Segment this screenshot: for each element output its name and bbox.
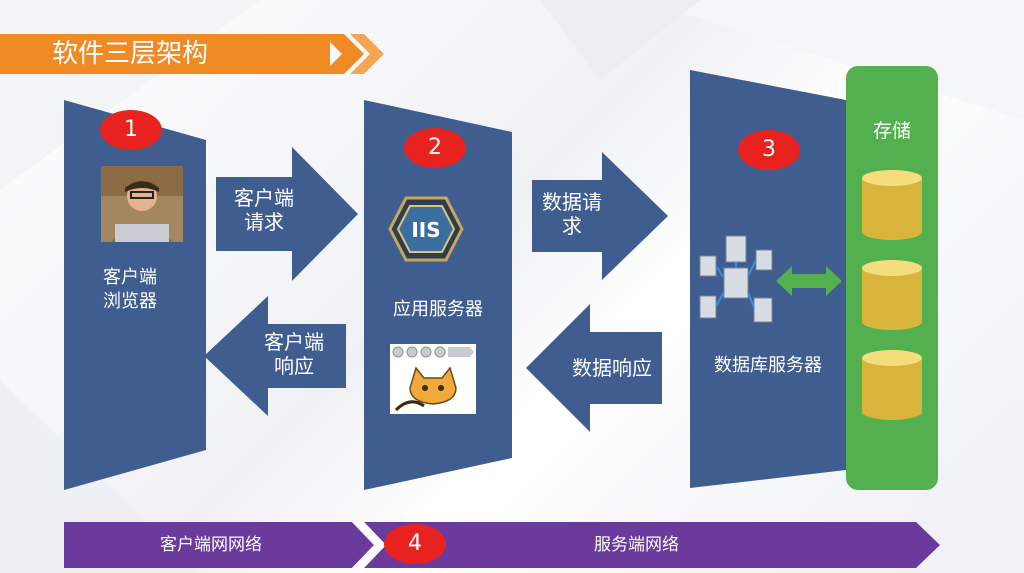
db-server-panel (690, 70, 846, 488)
data-request-line1: 数据请 (542, 190, 602, 214)
title-chevrons (322, 34, 384, 74)
database-cylinders (862, 170, 922, 420)
client-badge: 1 (100, 110, 162, 150)
page-title: 软件三层架构 (52, 39, 209, 69)
iis-logo-icon: IIS (388, 196, 464, 262)
data-request-line2: 求 (562, 214, 582, 238)
app-server-badge: 2 (404, 128, 466, 168)
network-badge: 4 (384, 524, 446, 564)
client-network-label: 客户端网网络 (160, 535, 262, 555)
db-server-label: 数据库服务器 (714, 355, 822, 376)
client-response-arrow (204, 296, 346, 416)
title-banner (0, 34, 330, 74)
svg-text:IIS: IIS (411, 218, 440, 242)
client-request-line2: 请求 (244, 210, 284, 234)
data-request-label: 数据请 求 (536, 190, 608, 238)
client-label: 客户端 浏览器 (64, 266, 196, 314)
data-response-arrow (526, 304, 662, 432)
database-cylinder-icon (862, 260, 922, 330)
server-cluster-icon (699, 235, 773, 323)
bidirectional-arrow-icon (776, 266, 842, 296)
database-cylinder-icon (862, 170, 922, 240)
tomcat-logo-icon (390, 344, 476, 414)
client-label-line1: 客户端 (103, 267, 157, 288)
database-cylinder-icon (862, 350, 922, 420)
app-server-label: 应用服务器 (393, 299, 483, 320)
user-photo-icon (101, 166, 183, 242)
client-label-line2: 浏览器 (103, 291, 157, 312)
client-request-arrow (216, 147, 358, 281)
client-request-label: 客户端 请求 (226, 186, 302, 234)
client-request-line1: 客户端 (234, 186, 294, 210)
db-server-badge: 3 (738, 130, 800, 170)
data-request-arrow (532, 152, 668, 280)
server-network-label: 服务端网络 (594, 535, 679, 555)
data-response-label: 数据响应 (572, 356, 652, 380)
network-bar (64, 522, 940, 568)
client-response-line1: 客户端 (264, 330, 324, 354)
client-response-line2: 响应 (274, 354, 314, 378)
storage-label: 存储 (872, 120, 911, 142)
client-response-label: 客户端 响应 (256, 330, 332, 378)
